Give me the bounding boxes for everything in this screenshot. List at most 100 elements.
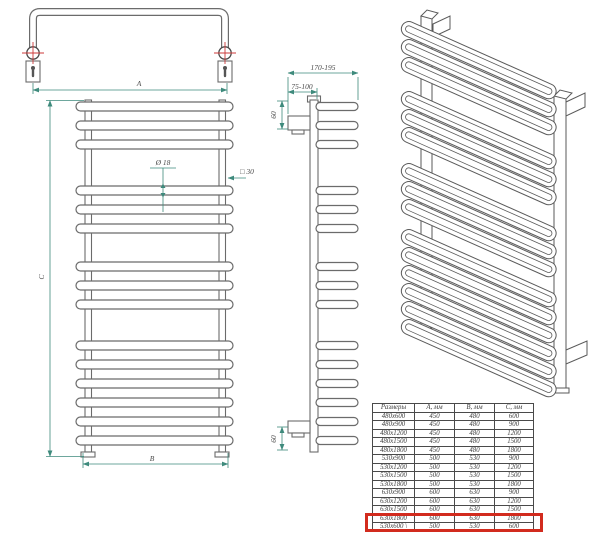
table-cell: 600 (414, 513, 455, 523)
dimension-depth-bracket: 75-100 (287, 82, 318, 99)
tube-rung (315, 185, 359, 196)
dimension-offset-bottom: 60 (269, 426, 288, 451)
iso-tube-rung (400, 109, 557, 188)
iso-right-post-cap (553, 89, 573, 100)
tube-rung (315, 397, 359, 408)
table-cell: 530 (454, 471, 495, 481)
tube-rung (315, 139, 359, 150)
table-cell: 1200 (494, 428, 534, 438)
iso-rung-inner (405, 269, 553, 339)
iso-tube-rung (400, 163, 557, 242)
front-left-foot (80, 451, 96, 458)
table-cell: 450 (414, 411, 455, 421)
tube-rung (75, 397, 234, 408)
side-bracket-bottom-foot (291, 432, 305, 438)
iso-tube-rung (400, 127, 557, 206)
table-cell: 600 (494, 522, 534, 532)
tube-rung (75, 261, 234, 272)
table-cell: 1200 (494, 462, 534, 472)
size-table-header: Размеры (372, 403, 415, 413)
tube-rung (315, 261, 359, 272)
table-cell: 630 (454, 505, 495, 515)
table-cell: 530x1500 (372, 471, 415, 481)
front-rungs (75, 101, 234, 446)
table-cell: 500 (414, 479, 455, 489)
table-cell: 600 (414, 488, 455, 498)
tube-rung (315, 101, 359, 112)
table-cell: 530 (454, 454, 495, 464)
tube-rung (315, 359, 359, 370)
table-cell: 530 (454, 479, 495, 489)
table-cell: 1500 (494, 471, 534, 481)
top-view-tube-outline (29, 7, 229, 50)
table-cell: 500 (414, 471, 455, 481)
iso-rung-inner (405, 233, 553, 303)
bracket-range-label: 75-100 (291, 82, 312, 91)
dimension-depth-total: 170-195 (287, 63, 359, 114)
table-cell: 530 (454, 522, 495, 532)
side-rungs (315, 101, 359, 446)
table-cell: 600 (494, 411, 534, 421)
table-cell: 900 (494, 488, 534, 498)
table-cell: 630 (454, 496, 495, 506)
tube-rung (75, 299, 234, 310)
table-cell: 1200 (494, 496, 534, 506)
table-cell: 480x1800 (372, 445, 415, 455)
iso-tube-rung (400, 91, 557, 170)
table-cell: 450 (414, 445, 455, 455)
table-cell: 480 (454, 437, 495, 447)
tube-rung (315, 120, 359, 131)
tube-rung (75, 223, 234, 234)
tube-rung (315, 378, 359, 389)
tube-rung (75, 340, 234, 351)
iso-left-post-cap (420, 9, 439, 20)
iso-rung-inner (405, 287, 553, 357)
front-right-foot (214, 451, 230, 458)
iso-tube-rung (400, 199, 557, 278)
table-cell: 600 (414, 505, 455, 515)
iso-rung-inner (405, 131, 553, 201)
table-cell: 630x1500 (372, 505, 415, 515)
top-view-tube-fill (30, 9, 228, 50)
tube-rung (75, 139, 234, 150)
iso-rung-inner (405, 185, 553, 255)
iso-rung-inner (405, 113, 553, 183)
table-cell: 480x1500 (372, 437, 415, 447)
dimension-a: A (32, 79, 228, 94)
iso-right-post (553, 95, 567, 393)
size-table-header: С, мм (494, 403, 534, 413)
tube-diameter-label: Ø 18 (155, 158, 171, 167)
side-bracket-bottom (287, 420, 311, 434)
front-view: C B Ø 18 □ 30 (37, 99, 254, 468)
bottom-offset-label: 60 (269, 435, 278, 443)
table-cell: 500 (414, 454, 455, 464)
table-cell: 1500 (494, 505, 534, 515)
iso-rung-inner (405, 203, 553, 273)
iso-rung-inner (405, 305, 553, 375)
iso-rung-inner (405, 251, 553, 321)
table-cell: 530x900 (372, 454, 415, 464)
table-cell: 530 (454, 462, 495, 472)
tube-rung (315, 435, 359, 446)
table-cell: 1500 (494, 437, 534, 447)
table-cell: 630x900 (372, 488, 415, 498)
iso-tube-rung (400, 181, 557, 260)
isometric-view (400, 9, 588, 398)
table-cell: 1800 (494, 513, 534, 523)
table-cell: 480 (454, 428, 495, 438)
dim-c-label: C (37, 274, 46, 280)
side-post (309, 99, 319, 453)
side-bracket-top (287, 115, 311, 131)
